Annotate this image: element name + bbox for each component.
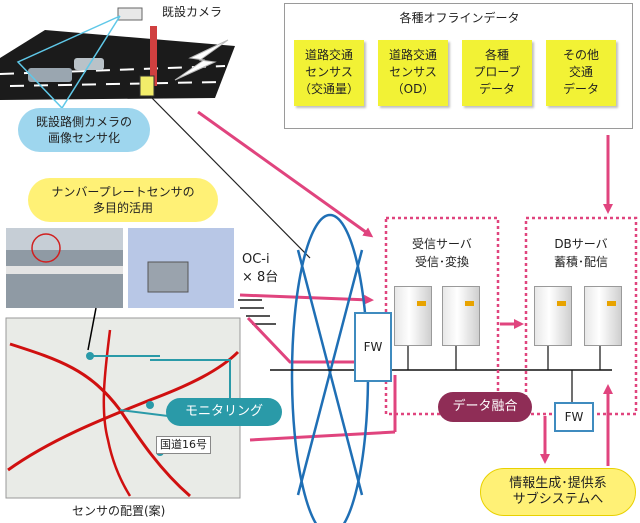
map-caption: センサの配置(案)	[72, 504, 166, 518]
db-server-1	[534, 286, 572, 346]
db-subtitle: 蓄積･配信	[553, 255, 608, 269]
receiver-subtitle: 受信･変換	[414, 255, 469, 269]
plate-bubble: ナンバープレートセンサの 多目的活用	[28, 178, 218, 222]
firewall-right: FW	[554, 402, 594, 432]
camera-link	[149, 95, 311, 259]
road-scene	[0, 7, 235, 110]
oc-i-count: × 8台	[242, 270, 279, 285]
oc-i-label: OC-i	[242, 252, 270, 267]
camera-bubble: 既設路側カメラの 画像センサ化	[18, 108, 150, 152]
note-census-od: 道路交通センサス（OD）	[378, 40, 448, 106]
db-title: DBサーバ	[554, 237, 608, 251]
data-fusion-pill: データ融合	[438, 392, 532, 422]
info-output-bubble: 情報生成･提供系 サブシステムへ	[480, 468, 636, 516]
camera-view-lines	[16, 15, 121, 110]
oc-i-sensor-icons	[238, 299, 276, 325]
highlight-circle	[31, 233, 61, 263]
sensor-box-icon	[139, 75, 155, 97]
route-label: 国道16号	[156, 436, 211, 454]
car-icon	[28, 68, 72, 82]
camera-title: 既設カメラ	[162, 5, 223, 19]
offline-title: 各種オフラインデータ	[399, 11, 520, 25]
monitoring-pill: モニタリング	[166, 398, 282, 426]
receiver-title: 受信サーバ	[412, 237, 472, 251]
db-server-2	[584, 286, 622, 346]
note-census-volume: 道路交通センサス（交通量）	[294, 40, 364, 106]
receiver-server-1	[394, 286, 432, 346]
camera-icon	[117, 7, 143, 21]
note-probe-data: 各種プローブデータ	[462, 40, 532, 106]
camera-pole	[150, 26, 157, 86]
receiver-server-2	[442, 286, 480, 346]
note-other-traffic: その他交通データ	[546, 40, 616, 106]
firewall-left: FW	[354, 312, 392, 382]
wireless-icon	[174, 39, 229, 81]
